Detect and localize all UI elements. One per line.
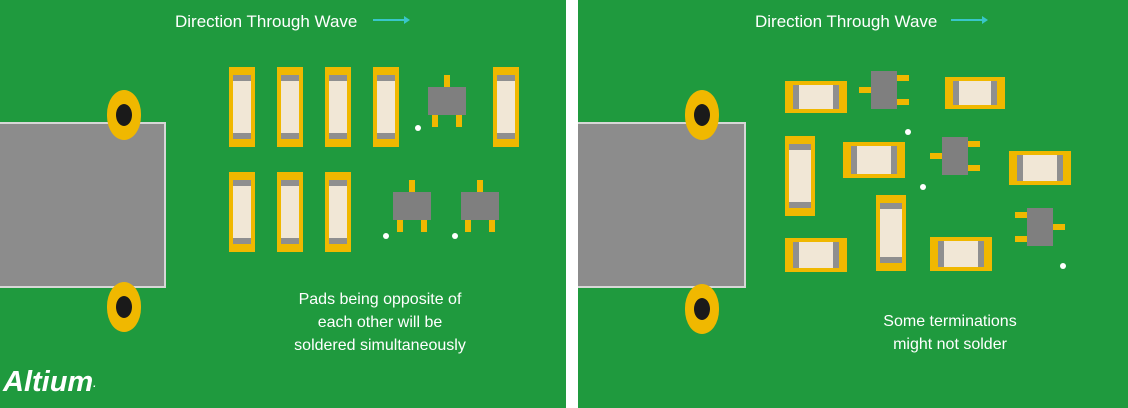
component-body (281, 81, 299, 133)
lead (432, 113, 438, 127)
component-body (944, 241, 978, 267)
chip-component (785, 238, 847, 272)
ic-component (859, 71, 909, 109)
lead (1015, 212, 1029, 218)
ic-body (942, 137, 968, 175)
caption-line: each other will be (317, 314, 443, 331)
chip-component (229, 67, 255, 147)
component-body (799, 85, 833, 109)
component-body (233, 81, 251, 133)
chip-component (945, 77, 1005, 109)
chip-component (229, 172, 255, 252)
chip-component (785, 136, 815, 216)
chip-component (277, 67, 303, 147)
caption-line: Pads being opposite of (298, 291, 462, 308)
ic-component (428, 75, 466, 127)
lead (409, 180, 415, 194)
chip-component (493, 67, 519, 147)
lead (966, 141, 980, 147)
chip-component (930, 237, 992, 271)
lead (397, 218, 403, 232)
direction-arrow-icon (951, 16, 988, 24)
chip-component (373, 67, 399, 147)
lead (489, 218, 495, 232)
left-panel: Direction Through Wave Pads being opposi… (0, 0, 566, 408)
pin1-marker (383, 233, 389, 239)
ic-component (393, 180, 431, 232)
pin1-marker (452, 233, 458, 239)
component-body (233, 186, 251, 238)
chip-component (876, 195, 906, 271)
pin1-marker (905, 129, 911, 135)
caption: Some terminations might not solder (850, 310, 1050, 356)
ic-component (930, 137, 980, 175)
mounting-hole-bottom (685, 284, 719, 334)
ic-body (393, 192, 431, 220)
caption-line: Some terminations (883, 313, 1017, 330)
chip-component (277, 172, 303, 252)
lead (895, 99, 909, 105)
mounting-hole-top (685, 90, 719, 140)
lead (1015, 236, 1029, 242)
ic-component (1015, 208, 1065, 246)
lead (421, 218, 427, 232)
component-body (1023, 155, 1057, 181)
component-body (959, 81, 991, 105)
lead (477, 180, 483, 194)
component-body (497, 81, 515, 133)
pin1-marker (415, 125, 421, 131)
lead (966, 165, 980, 171)
ic-body (461, 192, 499, 220)
pin1-marker (1060, 263, 1066, 269)
chip-component (325, 67, 351, 147)
caption-line: might not solder (893, 336, 1007, 353)
lead (859, 87, 873, 93)
chip-component (1009, 151, 1071, 185)
component-body (789, 150, 811, 202)
chip-component (843, 142, 905, 178)
altium-logo: Altium (3, 366, 96, 399)
lead (1051, 224, 1065, 230)
caption: Pads being opposite of each other will b… (270, 288, 490, 357)
lead (895, 75, 909, 81)
component-body (880, 209, 902, 257)
pcb-board (0, 122, 166, 288)
direction-arrow-icon (373, 16, 410, 24)
components-parallel (229, 67, 519, 252)
component-body (857, 146, 891, 174)
direction-label: Direction Through Wave (175, 12, 358, 31)
chip-component (785, 81, 847, 113)
ic-body (428, 87, 466, 115)
chip-component (325, 172, 351, 252)
mounting-hole-bottom (107, 282, 141, 332)
lead (444, 75, 450, 89)
component-body (377, 81, 395, 133)
right-panel: Direction Through Wave Some terminations… (578, 0, 1128, 408)
component-body (281, 186, 299, 238)
component-body (799, 242, 833, 268)
caption-line: soldered simultaneously (294, 337, 466, 354)
components-mixed (785, 71, 1071, 272)
mounting-hole-top (107, 90, 141, 140)
lead (930, 153, 944, 159)
direction-label: Direction Through Wave (755, 12, 938, 31)
ic-component (461, 180, 499, 232)
ic-body (871, 71, 897, 109)
pin1-marker (920, 184, 926, 190)
pcb-board (578, 122, 746, 288)
lead (456, 113, 462, 127)
component-body (329, 81, 347, 133)
ic-body (1027, 208, 1053, 246)
component-body (329, 186, 347, 238)
lead (465, 218, 471, 232)
